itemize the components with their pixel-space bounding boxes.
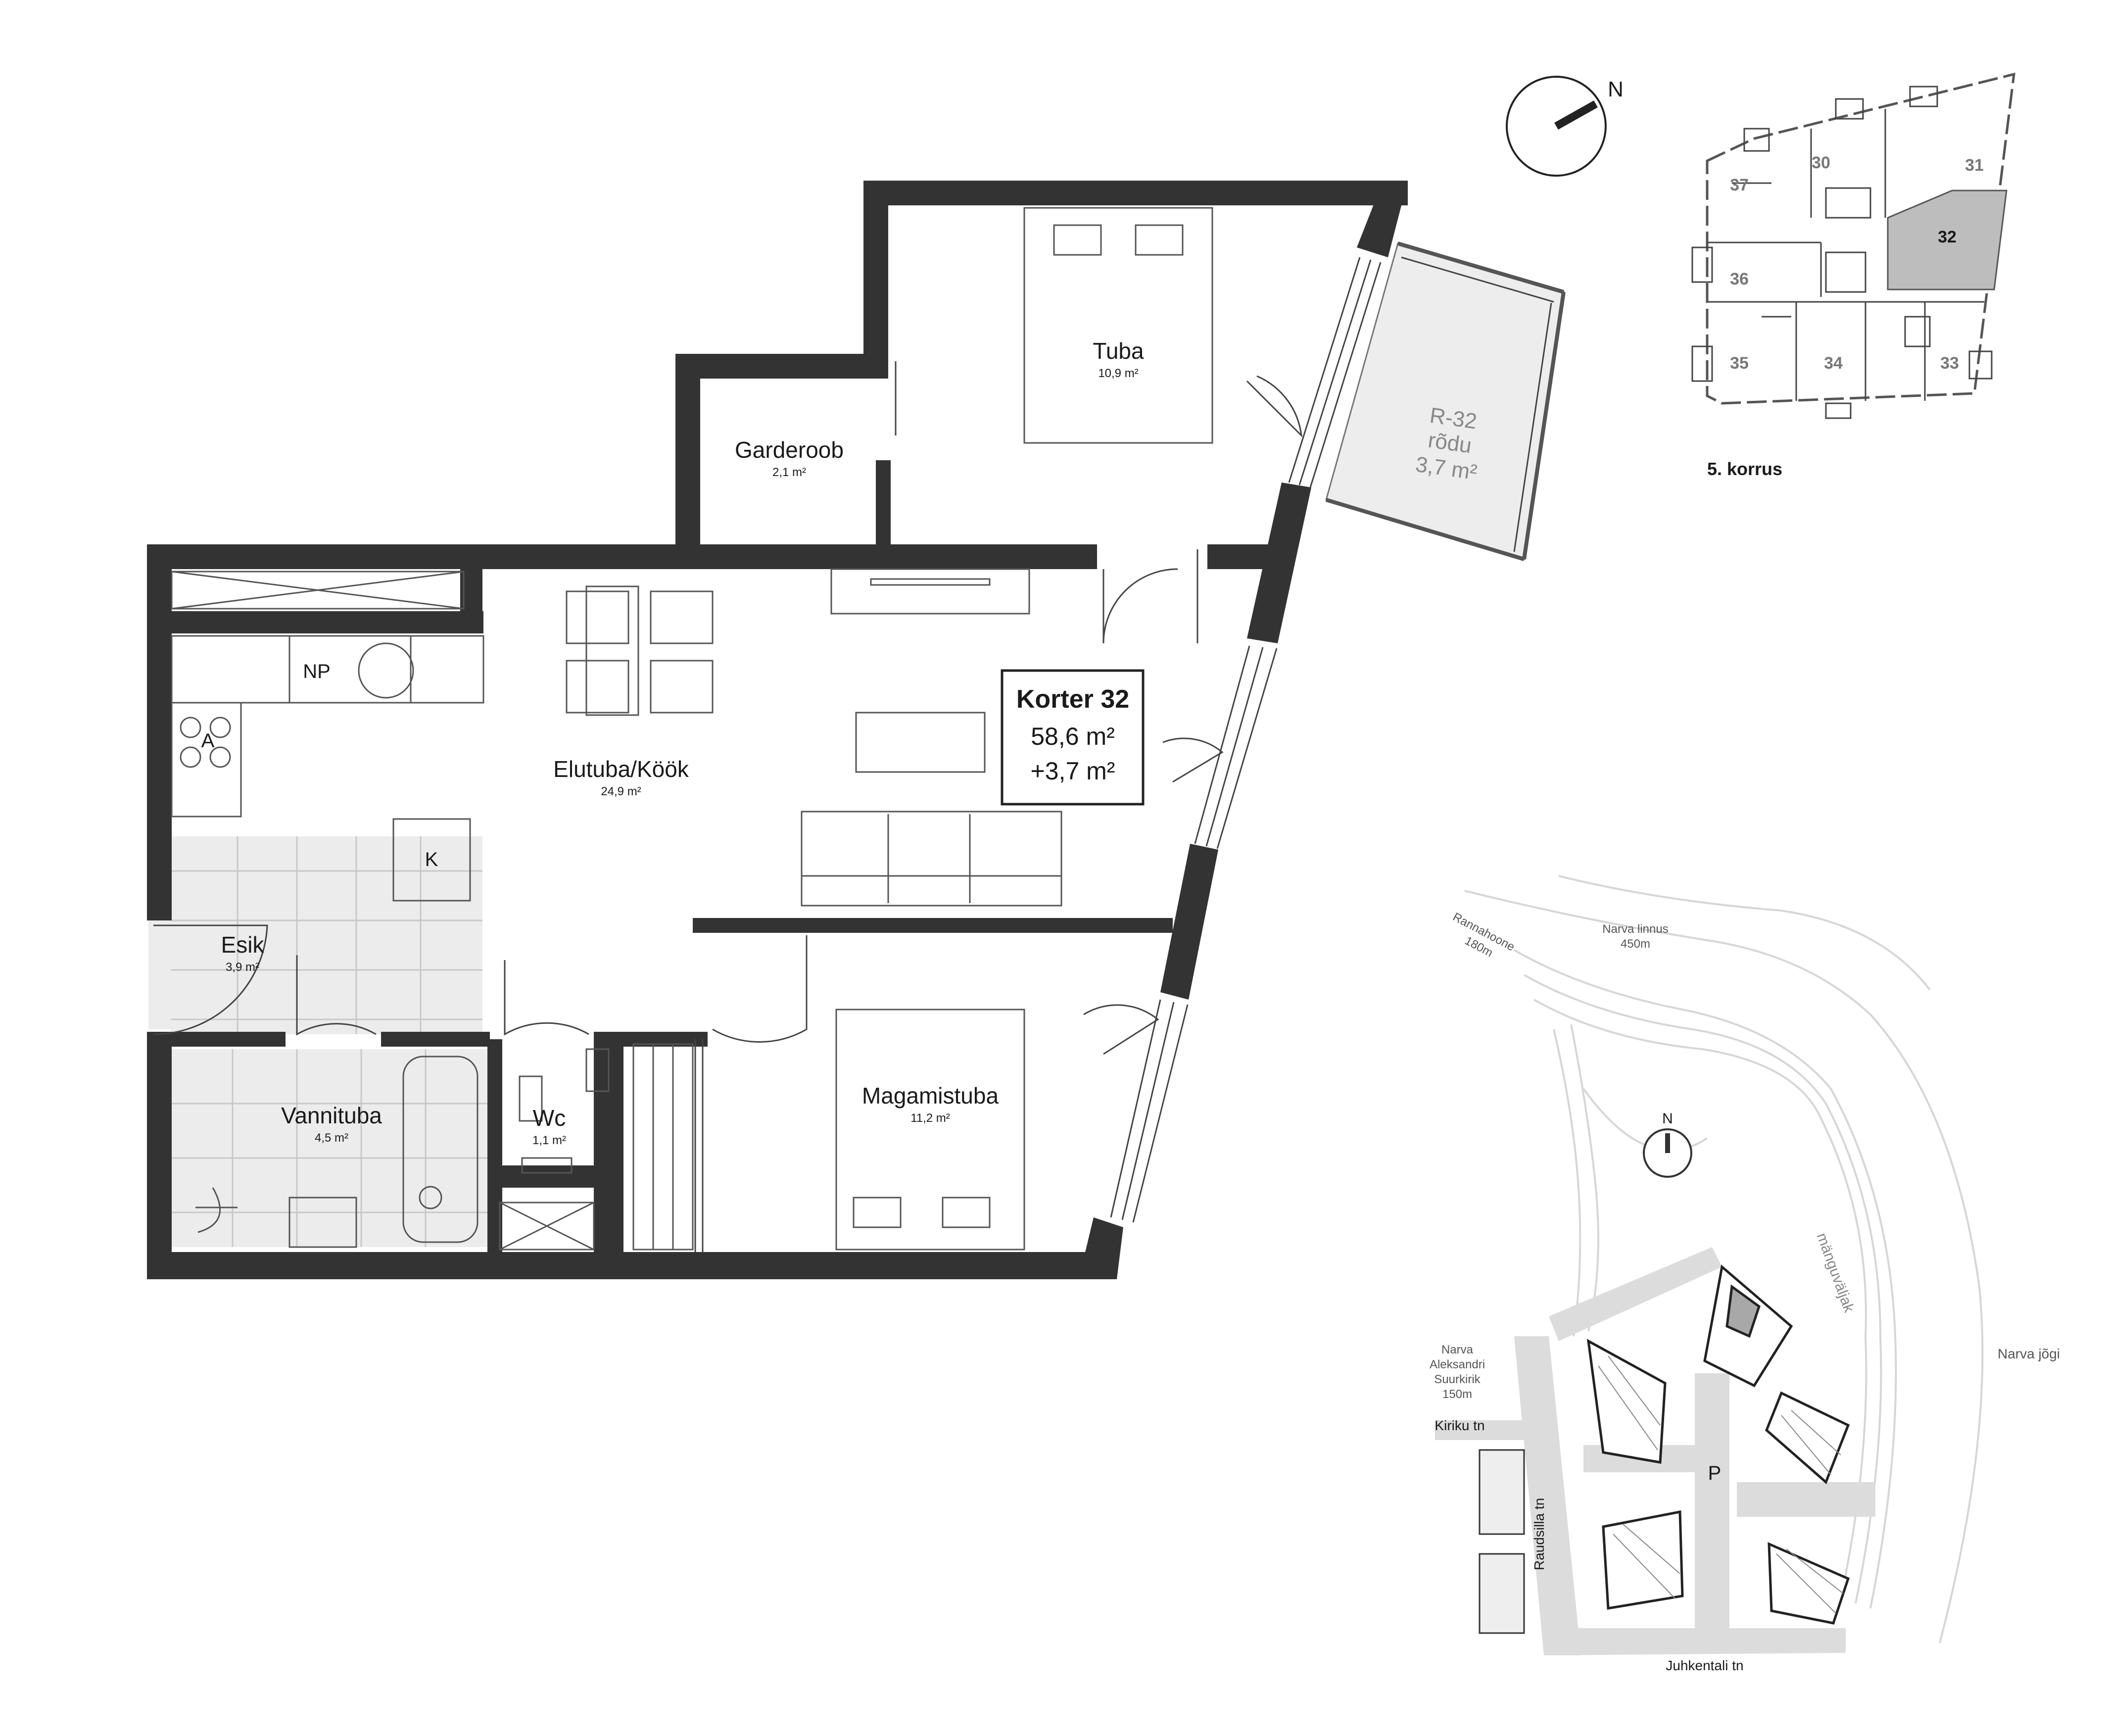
site-map-development bbox=[1586, 1264, 1850, 1625]
fixture-a: A bbox=[201, 730, 215, 752]
apartment-info-box: Korter 32 58,6 m² +3,7 m² bbox=[1001, 669, 1145, 806]
room-name-wc: Wc bbox=[533, 1105, 566, 1131]
fixture-np: NP bbox=[303, 661, 331, 682]
room-name-vannituba: Vannituba bbox=[281, 1103, 382, 1128]
room-area-wc: 1,1 m² bbox=[532, 1134, 566, 1147]
site-label-narva-jogi: Narva jõgi bbox=[1998, 1346, 2060, 1361]
apartment-floor-plan: Korter 32 58,6 m² +3,7 m² Tuba 10,9 m² G… bbox=[147, 181, 1566, 1279]
windows bbox=[694, 257, 1382, 1252]
room-name-elutuba: Elutuba/Köök bbox=[553, 756, 689, 782]
site-building-highlighted bbox=[1725, 1284, 1761, 1338]
key-plan-apt-35: 35 bbox=[1730, 354, 1749, 373]
site-label-church-2: Aleksandri bbox=[1430, 1358, 1485, 1371]
site-label-manguvaljak: mänguväljak bbox=[1814, 1231, 1858, 1315]
balcony bbox=[1325, 241, 1566, 561]
room-area-vannituba: 4,5 m² bbox=[315, 1131, 348, 1145]
balcony-name: rõdu bbox=[1427, 428, 1473, 458]
walls bbox=[147, 181, 1408, 1279]
room-area-elutuba: 24,9 m² bbox=[601, 785, 641, 798]
key-plan-apt-30: 30 bbox=[1812, 153, 1830, 172]
doors bbox=[153, 361, 1303, 1055]
site-label-narva-linnus-dist: 450m bbox=[1621, 937, 1650, 951]
key-plan-apt-33: 33 bbox=[1940, 354, 1959, 373]
key-plan-interior bbox=[1691, 86, 1993, 419]
site-label-juhkentali: Juhkentali tn bbox=[1666, 1658, 1743, 1673]
key-plan-apt-37: 37 bbox=[1730, 176, 1749, 194]
site-map: N Rannahoone 180m Narva linnus 450m mäng… bbox=[1430, 875, 2060, 1673]
apartment-title: Korter 32 bbox=[1016, 685, 1129, 714]
site-label-church-1: Narva bbox=[1441, 1343, 1474, 1356]
fixture-k: K bbox=[425, 849, 438, 870]
key-plan-apt-31: 31 bbox=[1965, 156, 1984, 175]
room-name-esik: Esik bbox=[221, 932, 265, 958]
compass-north-label: N bbox=[1608, 77, 1624, 101]
site-compass-north: N bbox=[1662, 1110, 1673, 1127]
north-arrow-icon bbox=[1554, 100, 1598, 130]
tiled-floor bbox=[148, 836, 490, 1247]
room-area-tuba: 10,9 m² bbox=[1098, 367, 1138, 380]
site-label-kiriku: Kiriku tn bbox=[1435, 1418, 1484, 1433]
key-plan-apt-32: 32 bbox=[1938, 228, 1957, 246]
room-name-tuba: Tuba bbox=[1093, 338, 1144, 364]
key-plan-highlight-32 bbox=[1887, 190, 2008, 290]
site-label-narva-linnus: Narva linnus bbox=[1602, 922, 1668, 936]
room-name-garderoob: Garderoob bbox=[735, 437, 844, 463]
key-plan-apt-34: 34 bbox=[1824, 354, 1843, 373]
site-map-contours bbox=[1464, 875, 1984, 1643]
room-labels: Tuba 10,9 m² Garderoob 2,1 m² Elutuba/Kö… bbox=[201, 338, 1144, 1147]
apartment-area: 58,6 m² bbox=[1031, 723, 1115, 750]
site-map-hatch bbox=[1598, 1355, 1844, 1614]
site-label-parking: P bbox=[1708, 1462, 1721, 1484]
room-area-garderoob: 2,1 m² bbox=[772, 466, 806, 479]
furniture bbox=[171, 207, 1213, 1251]
key-plan-apt-36: 36 bbox=[1730, 270, 1749, 289]
key-plan-floor-label: 5. korrus bbox=[1707, 459, 1782, 479]
site-label-church-dist: 150m bbox=[1442, 1388, 1472, 1401]
site-building-church-1 bbox=[1479, 1449, 1525, 1535]
apartment-extra-area: +3,7 m² bbox=[1031, 757, 1115, 785]
site-map-roads bbox=[1435, 1247, 1875, 1655]
site-label-raudsilla: Raudsilla tn bbox=[1531, 1498, 1547, 1570]
site-label-church-3: Suurkirik bbox=[1434, 1373, 1481, 1386]
room-area-esik: 3,9 m² bbox=[226, 961, 259, 974]
room-name-magamistuba: Magamistuba bbox=[862, 1083, 999, 1109]
compass: N bbox=[1506, 76, 1624, 177]
site-building-church-2 bbox=[1479, 1553, 1525, 1634]
room-area-magamistuba: 11,2 m² bbox=[910, 1111, 950, 1125]
key-plan: 37 30 31 32 36 35 34 33 5. korrus bbox=[1691, 72, 2015, 479]
